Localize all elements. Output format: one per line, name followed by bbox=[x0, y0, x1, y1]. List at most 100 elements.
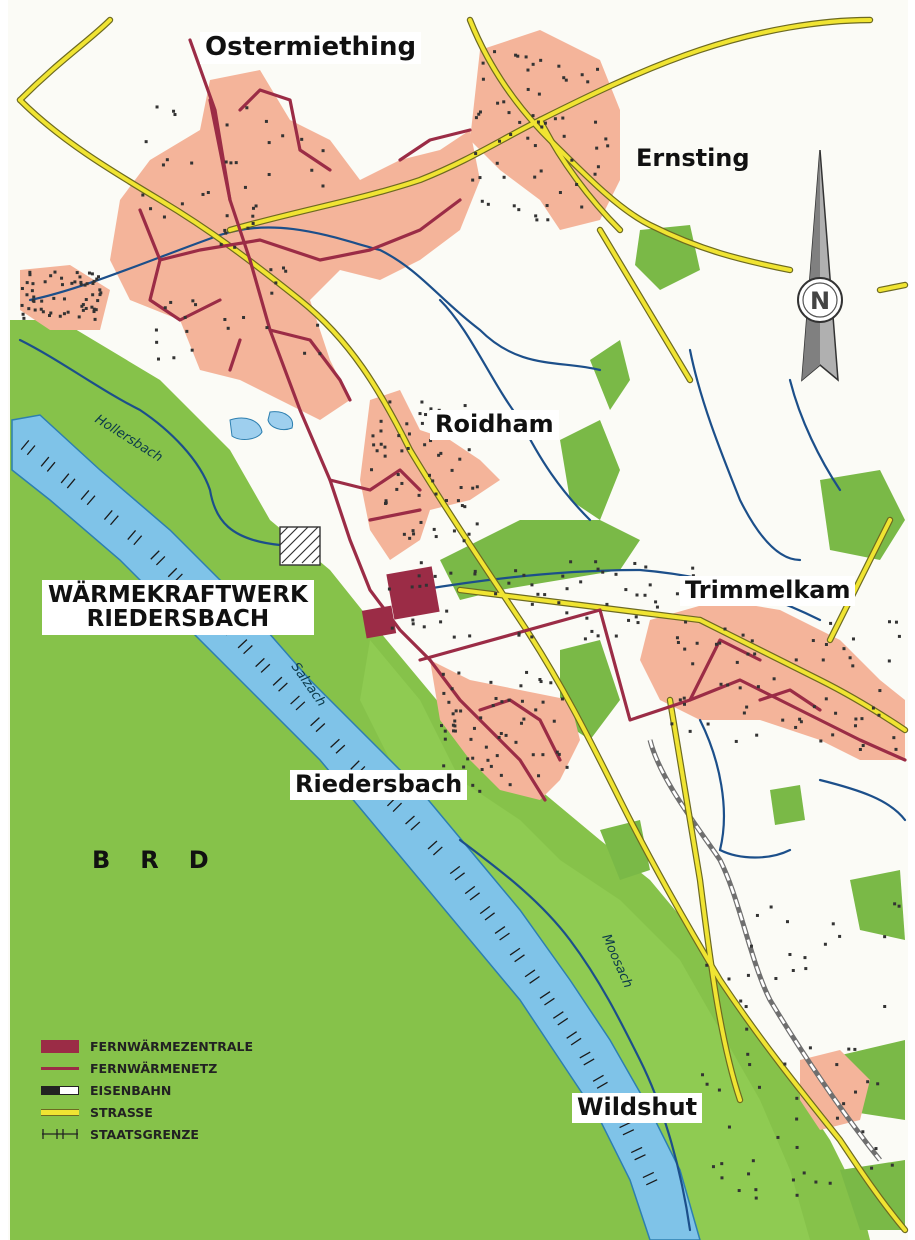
house-dot bbox=[79, 283, 83, 287]
house-dot bbox=[92, 279, 96, 283]
house-dot bbox=[742, 711, 746, 715]
house-dot bbox=[691, 662, 695, 666]
house-dot bbox=[684, 620, 688, 624]
house-dot bbox=[536, 120, 540, 124]
house-dot bbox=[861, 744, 865, 748]
house-dot bbox=[512, 204, 516, 208]
house-dot bbox=[58, 314, 62, 318]
border-tick bbox=[330, 738, 340, 748]
house-dot bbox=[594, 560, 598, 564]
house-dot bbox=[411, 618, 415, 622]
house-dot bbox=[502, 100, 506, 104]
road-symbol-icon bbox=[38, 1105, 82, 1119]
heat-plant-building bbox=[386, 566, 440, 620]
border-tick bbox=[405, 815, 415, 825]
border-tick bbox=[484, 912, 495, 921]
house-dot bbox=[507, 111, 511, 115]
house-dot bbox=[514, 53, 518, 57]
house-dot bbox=[254, 204, 258, 208]
house-dot bbox=[141, 193, 145, 197]
place-riedersbach: Riedersbach bbox=[290, 770, 468, 800]
house-dot bbox=[824, 642, 828, 646]
house-dot bbox=[452, 529, 456, 533]
house-dot bbox=[480, 768, 484, 772]
house-dot bbox=[233, 245, 237, 249]
house-dot bbox=[491, 704, 495, 708]
house-dot bbox=[412, 532, 416, 536]
house-dot bbox=[570, 158, 574, 162]
house-dot bbox=[43, 280, 47, 284]
pond bbox=[267, 411, 294, 431]
house-dot bbox=[251, 206, 255, 210]
house-dot bbox=[755, 913, 759, 917]
border-symbol-icon bbox=[38, 1127, 82, 1141]
house-dot bbox=[814, 1180, 818, 1184]
border-tick bbox=[272, 676, 283, 686]
heat-network-trunk bbox=[188, 38, 547, 802]
house-dot bbox=[866, 1080, 870, 1084]
house-dot bbox=[727, 1125, 731, 1129]
border-tick bbox=[454, 872, 465, 881]
house-dot bbox=[321, 149, 325, 153]
house-dot bbox=[605, 602, 609, 606]
house-dot bbox=[81, 303, 85, 307]
house-dot bbox=[478, 110, 482, 114]
house-dot bbox=[861, 1130, 865, 1134]
house-dot bbox=[854, 717, 858, 721]
border-tick bbox=[619, 1121, 631, 1129]
heat-plant-building bbox=[361, 605, 397, 639]
house-dot bbox=[870, 1166, 874, 1170]
legend-label: STRASSE bbox=[90, 1104, 153, 1120]
house-dot bbox=[434, 492, 438, 496]
house-dot bbox=[749, 944, 753, 948]
house-dot bbox=[877, 713, 881, 717]
house-dot bbox=[95, 277, 99, 281]
house-dot bbox=[808, 1046, 812, 1050]
legend-label: EISENBAHN bbox=[90, 1082, 172, 1098]
house-dot bbox=[400, 449, 404, 453]
house-dot bbox=[486, 202, 490, 206]
house-dot bbox=[831, 922, 835, 926]
house-dot bbox=[28, 270, 32, 274]
house-dot bbox=[471, 178, 475, 182]
house-dot bbox=[691, 574, 695, 578]
house-dot bbox=[457, 671, 461, 675]
house-dot bbox=[811, 639, 815, 643]
house-dot bbox=[443, 729, 447, 733]
house-dot bbox=[437, 453, 441, 457]
house-dot bbox=[561, 574, 565, 578]
border-tick bbox=[499, 932, 510, 941]
house-dot bbox=[847, 1047, 851, 1051]
house-dot bbox=[424, 583, 428, 587]
border-tick bbox=[596, 1081, 608, 1089]
house-dot bbox=[720, 1176, 724, 1180]
house-dot bbox=[90, 305, 94, 309]
house-dot bbox=[453, 719, 457, 723]
country-letter: D bbox=[188, 846, 209, 874]
house-dot bbox=[834, 711, 838, 715]
house-dot bbox=[484, 745, 488, 749]
house-dot bbox=[769, 905, 773, 909]
house-dot bbox=[593, 172, 597, 176]
house-dot bbox=[596, 634, 600, 638]
border-tick bbox=[295, 701, 306, 711]
house-dot bbox=[411, 529, 415, 533]
house-dot bbox=[32, 299, 36, 303]
house-dot bbox=[723, 627, 727, 631]
house-dot bbox=[851, 664, 855, 668]
house-dot bbox=[831, 733, 835, 737]
house-dot bbox=[565, 765, 569, 769]
house-dot bbox=[727, 977, 731, 981]
house-dot bbox=[420, 400, 424, 404]
house-dot bbox=[442, 764, 446, 768]
house-dot bbox=[92, 310, 96, 314]
house-dot bbox=[418, 412, 422, 416]
house-dot bbox=[890, 1163, 894, 1167]
house-dot bbox=[756, 685, 760, 689]
house-dot bbox=[474, 152, 478, 156]
house-dot bbox=[191, 299, 195, 303]
house-dot bbox=[541, 753, 545, 757]
house-dot bbox=[452, 635, 456, 639]
house-dot bbox=[754, 1188, 758, 1192]
house-dot bbox=[243, 185, 247, 189]
